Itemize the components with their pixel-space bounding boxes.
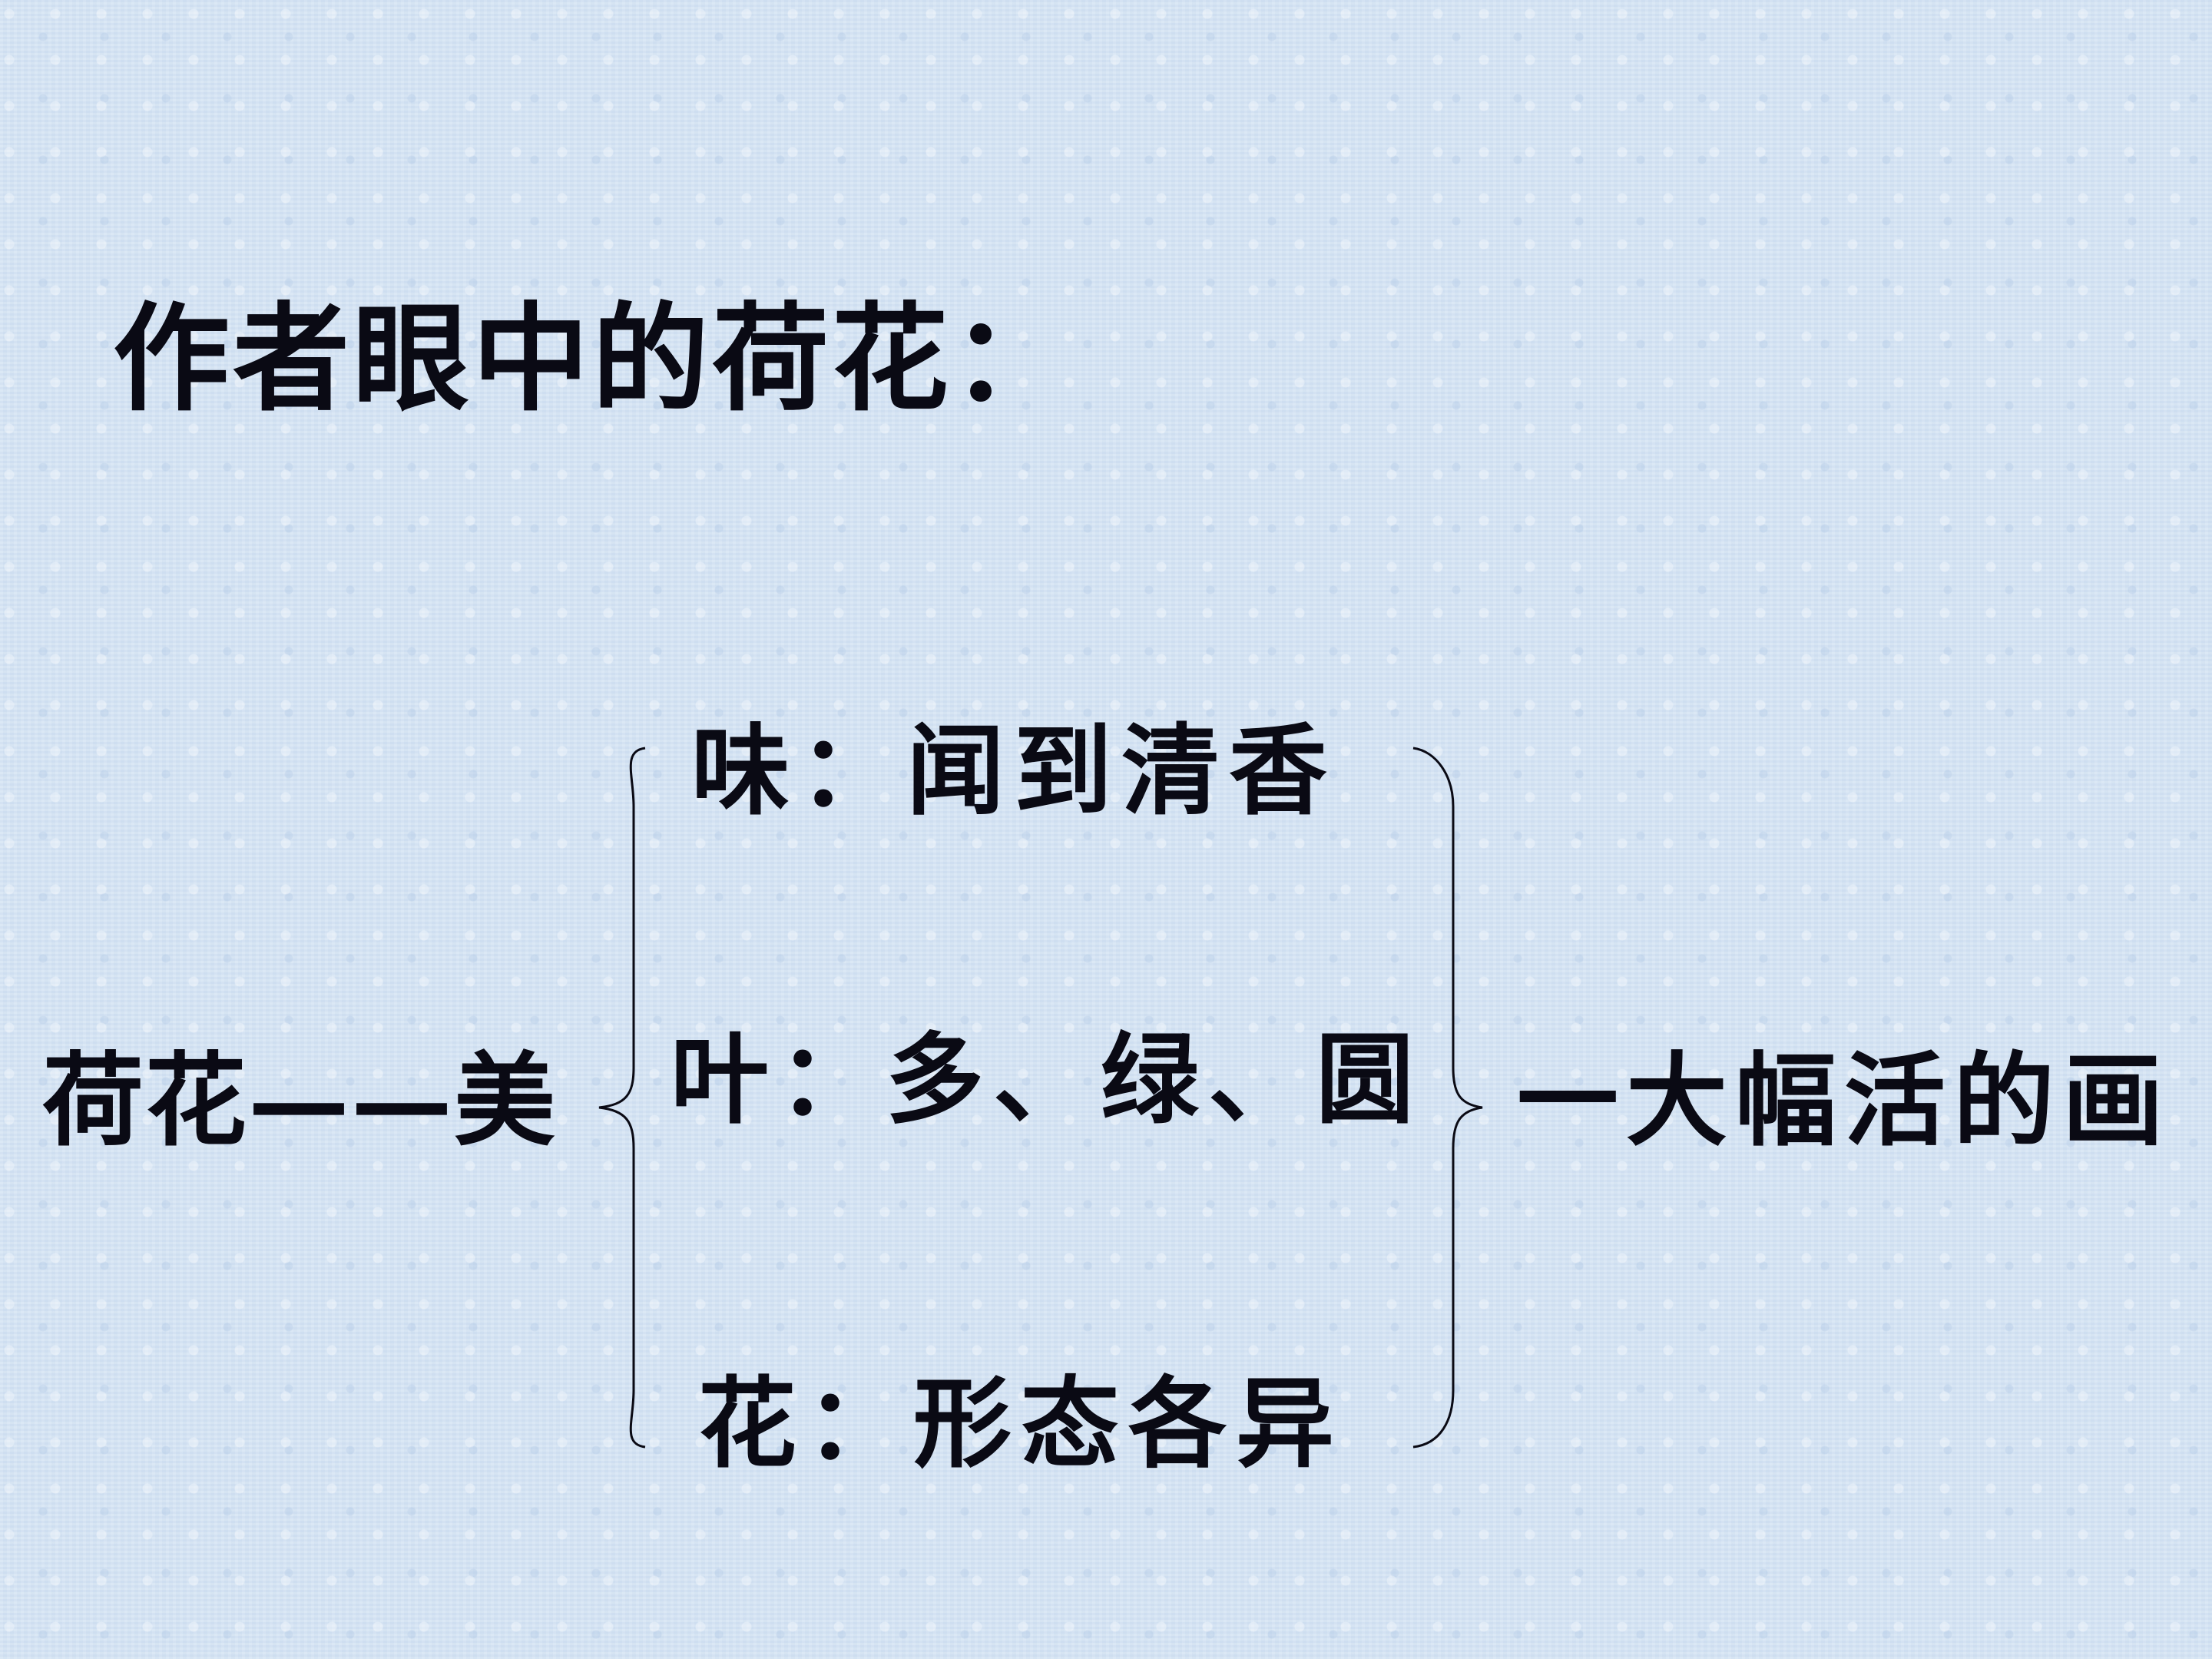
aspect-flower: 花：形态各异	[698, 1366, 1344, 1482]
conclusion-label: 一大幅活的画	[1517, 1041, 2171, 1161]
aspect-smell: 味：闻到清香	[691, 714, 1337, 829]
left-brace-icon	[598, 747, 646, 1449]
aspect-leaf: 叶：多、绿、圆	[671, 1022, 1424, 1137]
right-brace-icon	[1412, 747, 1483, 1449]
slide-title: 作者眼中的荷花：	[113, 291, 1071, 427]
subject-label: 荷花——美	[42, 1041, 557, 1161]
